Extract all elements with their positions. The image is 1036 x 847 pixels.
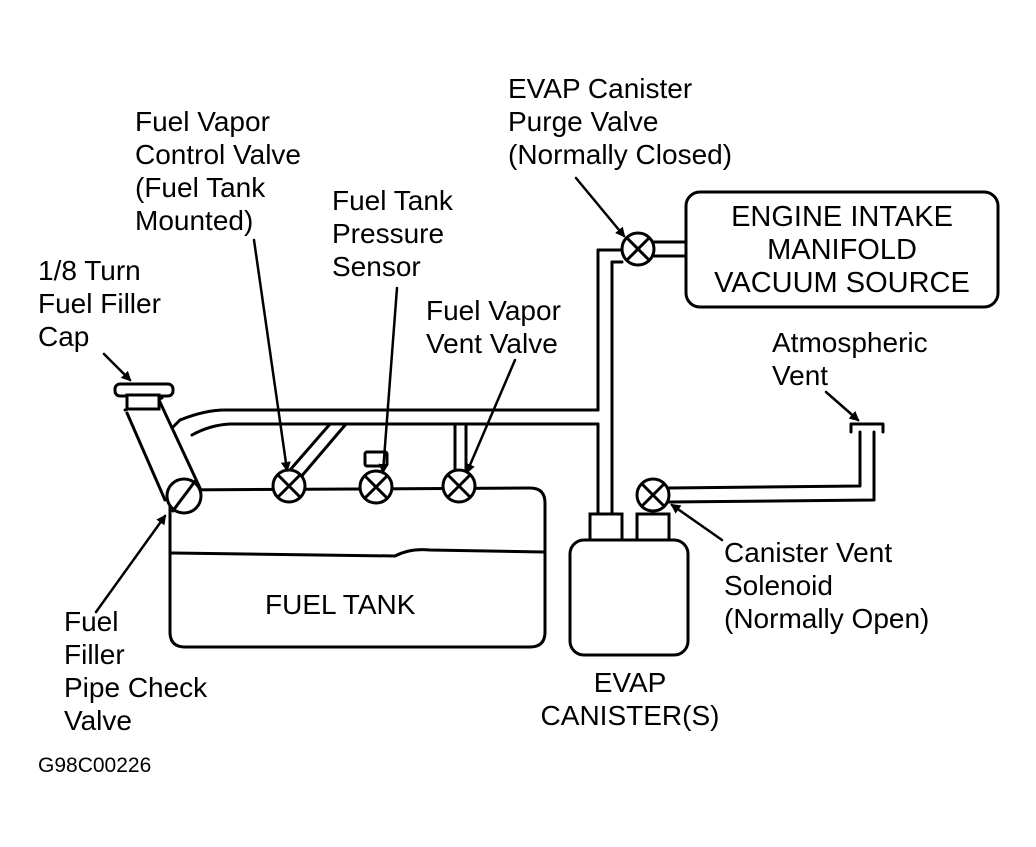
svg-text:CANISTER(S): CANISTER(S)	[541, 700, 720, 731]
label-purge-valve: EVAP Canister Purge Valve (Normally Clos…	[508, 73, 732, 170]
pressure-sensor	[358, 450, 394, 505]
figure-code: G98C00226	[38, 754, 151, 777]
svg-text:Atmospheric: Atmospheric	[772, 327, 928, 358]
label-evap-canister: EVAP CANISTER(S)	[541, 667, 720, 731]
label-vent-valve: Fuel Vapor Vent Valve	[426, 295, 561, 359]
label-check-valve: Fuel Filler Pipe Check Valve	[64, 606, 208, 736]
svg-text:1/8 Turn: 1/8 Turn	[38, 255, 141, 286]
svg-text:Canister Vent: Canister Vent	[724, 537, 892, 568]
svg-text:Purge Valve: Purge Valve	[508, 106, 658, 137]
manifold-line-3: VACUUM SOURCE	[714, 267, 970, 299]
manifold-line-2: MANIFOLD	[767, 234, 917, 266]
svg-text:Sensor: Sensor	[332, 251, 421, 282]
svg-text:Mounted): Mounted)	[135, 205, 253, 236]
label-filler-cap: 1/8 Turn Fuel Filler Cap	[38, 255, 161, 352]
label-pressure-sensor: Fuel Tank Pressure Sensor	[332, 185, 454, 282]
label-atmospheric-vent: Atmospheric Vent	[772, 327, 928, 391]
fuel-tank: FUEL TANK	[168, 486, 547, 649]
svg-text:Fuel Filler: Fuel Filler	[38, 288, 161, 319]
svg-text:Solenoid: Solenoid	[724, 570, 833, 601]
svg-text:Vent Valve: Vent Valve	[426, 328, 558, 359]
manifold-line-1: ENGINE INTAKE	[731, 201, 953, 233]
svg-text:EVAP: EVAP	[594, 667, 667, 698]
atmospheric-vent-fitting	[849, 422, 885, 434]
filler-cap	[113, 382, 175, 411]
purge-valve	[620, 231, 656, 267]
filler-pipe-check-valve	[165, 477, 203, 515]
svg-text:Fuel: Fuel	[64, 606, 118, 637]
svg-text:Fuel Vapor: Fuel Vapor	[135, 106, 270, 137]
evap-canister	[568, 512, 690, 657]
label-vapor-control-valve: Fuel Vapor Control Valve (Fuel Tank Moun…	[135, 106, 301, 236]
svg-text:Fuel Tank: Fuel Tank	[332, 185, 454, 216]
svg-text:EVAP Canister: EVAP Canister	[508, 73, 692, 104]
svg-text:Vent: Vent	[772, 360, 828, 391]
intake-manifold-box: ENGINE INTAKE MANIFOLD VACUUM SOURCE	[684, 190, 1000, 309]
vapor-lines	[170, 240, 688, 517]
vent-valve	[441, 468, 477, 504]
svg-text:Pressure: Pressure	[332, 218, 444, 249]
svg-text:Pipe Check: Pipe Check	[64, 672, 208, 703]
leader-arrows	[94, 176, 860, 614]
canister-vent-solenoid	[635, 430, 876, 513]
svg-text:Cap: Cap	[38, 321, 89, 352]
vapor-control-valve	[271, 468, 307, 504]
svg-text:Valve: Valve	[64, 705, 132, 736]
svg-text:Filler: Filler	[64, 639, 125, 670]
svg-text:Control Valve: Control Valve	[135, 139, 301, 170]
svg-text:Fuel Vapor: Fuel Vapor	[426, 295, 561, 326]
svg-text:(Normally Open): (Normally Open)	[724, 603, 929, 634]
svg-text:(Normally Closed): (Normally Closed)	[508, 139, 732, 170]
svg-text:(Fuel Tank: (Fuel Tank	[135, 172, 266, 203]
fuel-tank-label: FUEL TANK	[265, 589, 416, 620]
label-canister-vent-solenoid: Canister Vent Solenoid (Normally Open)	[724, 537, 929, 634]
